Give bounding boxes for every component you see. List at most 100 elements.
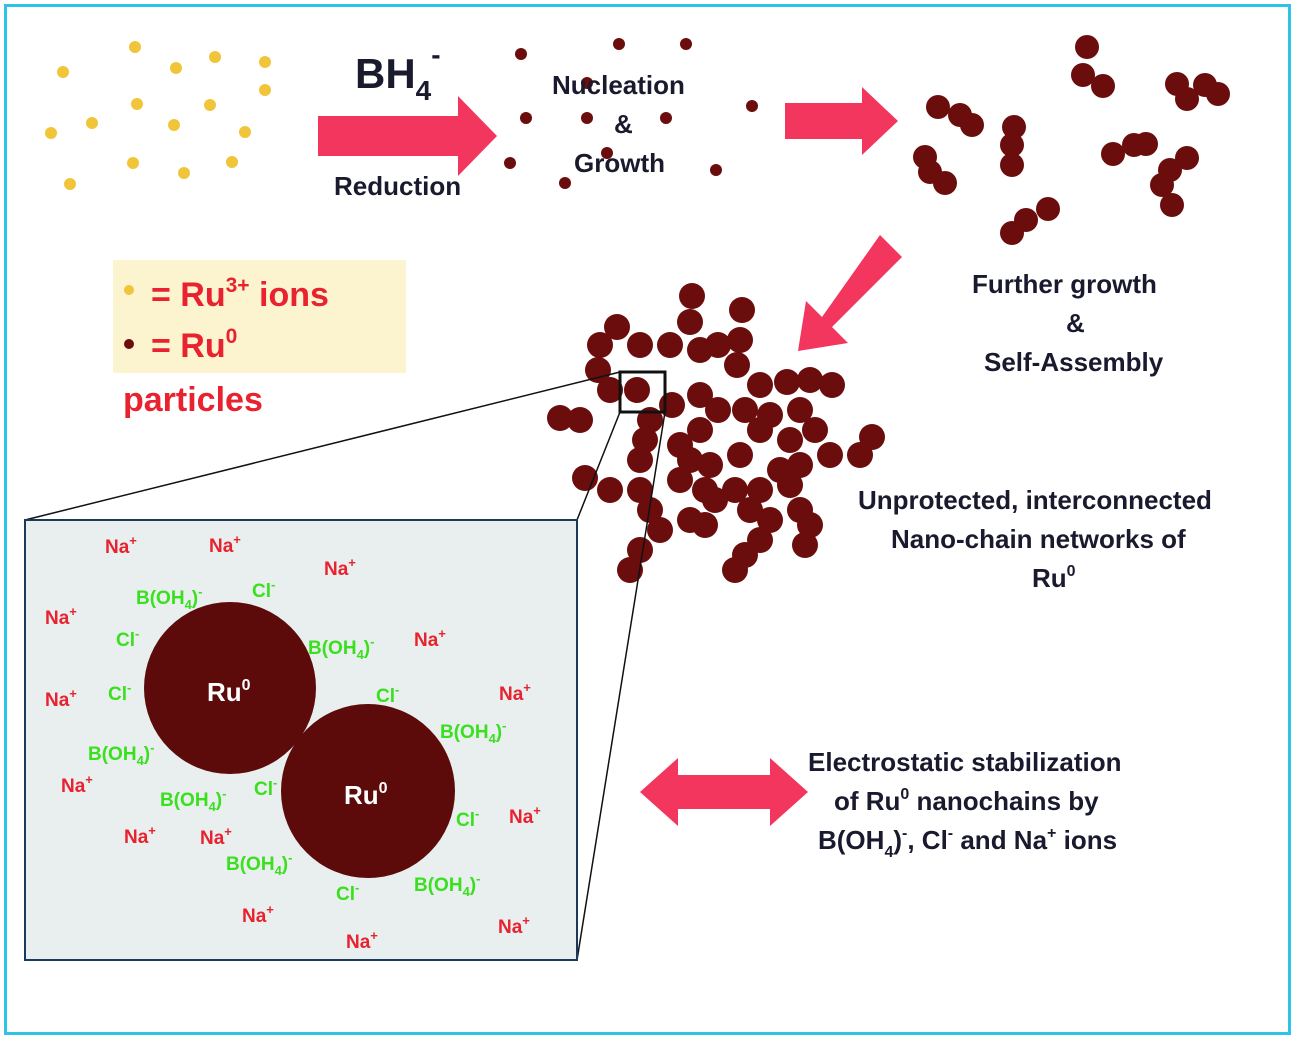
legend-box bbox=[113, 260, 406, 373]
short-chain-particle bbox=[1091, 74, 1115, 98]
short-chain-particle bbox=[1036, 197, 1060, 221]
ru3-ion-group bbox=[45, 41, 271, 190]
short-chain-particle bbox=[933, 171, 957, 195]
self-assembly-label: Self-Assembly bbox=[984, 347, 1164, 377]
cl-ion-label: Cl- bbox=[108, 680, 131, 705]
zoom-selection-box bbox=[618, 370, 667, 414]
short-chain-particle bbox=[1071, 63, 1095, 87]
ru3-ion bbox=[131, 98, 143, 110]
na-ion-label: Na+ bbox=[45, 686, 77, 711]
network-particle bbox=[604, 314, 630, 340]
network-particle bbox=[679, 283, 705, 309]
network-particle bbox=[747, 477, 773, 503]
network-particle bbox=[667, 467, 693, 493]
legend-ion-dot bbox=[124, 285, 134, 295]
network-particle bbox=[657, 332, 683, 358]
cl-ion-label: Cl- bbox=[376, 682, 399, 707]
na-ion-label: Na+ bbox=[209, 532, 241, 557]
na-ion-label: Na+ bbox=[124, 823, 156, 848]
ru3-ion bbox=[178, 167, 190, 179]
network-particle bbox=[797, 512, 823, 538]
cl-ion-label: Cl- bbox=[336, 880, 359, 905]
network-particle bbox=[597, 377, 623, 403]
network-particle bbox=[737, 497, 763, 523]
network-particle bbox=[705, 397, 731, 423]
short-chain-particle bbox=[1000, 153, 1024, 177]
ru3-ion bbox=[226, 156, 238, 168]
network-particle bbox=[724, 352, 750, 378]
network-particle bbox=[624, 377, 650, 403]
network-particle bbox=[747, 417, 773, 443]
network-label-line3: Ru0 bbox=[1032, 563, 1076, 593]
ru3-ion bbox=[86, 117, 98, 129]
na-ion-label: Na+ bbox=[200, 824, 232, 849]
short-chain-particle bbox=[1150, 173, 1174, 197]
network-particle bbox=[802, 417, 828, 443]
network-particle bbox=[729, 297, 755, 323]
network-particle bbox=[757, 507, 783, 533]
network-particle bbox=[587, 332, 613, 358]
ru3-ion bbox=[259, 56, 271, 68]
reductant-label: BH4- bbox=[355, 39, 441, 106]
network-particle bbox=[617, 557, 643, 583]
na-ion-label: Na+ bbox=[324, 555, 356, 580]
ru3-ion bbox=[129, 41, 141, 53]
legend-particle-text: = Ru0 bbox=[151, 325, 237, 365]
short-chain-particle bbox=[1175, 87, 1199, 111]
network-particle bbox=[632, 427, 658, 453]
reduction-arrow bbox=[318, 96, 497, 176]
network-particle bbox=[597, 477, 623, 503]
network-particle bbox=[627, 537, 653, 563]
na-ion-label: Na+ bbox=[509, 803, 541, 828]
network-particle bbox=[692, 512, 718, 538]
short-chain-particle bbox=[1160, 193, 1184, 217]
short-chain-particle bbox=[1000, 133, 1024, 157]
ru0-nucleus bbox=[660, 112, 672, 124]
borate-ion-label: B(OH4)- bbox=[136, 584, 202, 612]
short-chain-particle bbox=[1206, 82, 1230, 106]
short-chain-particle bbox=[926, 95, 950, 119]
sphere-left-label: Ru0 bbox=[207, 677, 251, 707]
na-ion-label: Na+ bbox=[499, 680, 531, 705]
short-chain-group bbox=[913, 35, 1230, 245]
cl-ion-label: Cl- bbox=[456, 806, 479, 831]
nanochain-network bbox=[547, 283, 885, 583]
ru0-nucleus bbox=[515, 48, 527, 60]
na-ion-label: Na+ bbox=[45, 604, 77, 629]
ru3-ion bbox=[170, 62, 182, 74]
network-particle bbox=[677, 447, 703, 473]
short-chain-particle bbox=[1002, 115, 1026, 139]
ru0-sphere-left bbox=[144, 602, 316, 774]
network-label-line2: Nano-chain networks of bbox=[891, 524, 1186, 554]
ru0-nucleus bbox=[581, 112, 593, 124]
network-particle bbox=[627, 332, 653, 358]
further-growth-label: Further growth bbox=[972, 269, 1157, 299]
network-particle bbox=[819, 372, 845, 398]
ru0-nucleus bbox=[680, 38, 692, 50]
ru0-nucleus bbox=[504, 157, 516, 169]
network-label-line1: Unprotected, interconnected bbox=[858, 485, 1212, 515]
network-particle bbox=[659, 392, 685, 418]
cl-ion-label: Cl- bbox=[254, 775, 277, 800]
network-particle bbox=[687, 417, 713, 443]
short-chain-particle bbox=[1000, 221, 1024, 245]
short-chain-particle bbox=[1175, 146, 1199, 170]
na-ion-label: Na+ bbox=[61, 772, 93, 797]
network-particle bbox=[697, 452, 723, 478]
stabilization-line3: B(OH4)-, Cl- and Na+ ions bbox=[818, 825, 1117, 861]
borate-ion-label: B(OH4)- bbox=[440, 718, 506, 746]
network-particle bbox=[787, 397, 813, 423]
borate-ion-label: B(OH4)- bbox=[160, 786, 226, 814]
network-particle bbox=[777, 427, 803, 453]
ru3-ion bbox=[209, 51, 221, 63]
network-particle bbox=[547, 405, 573, 431]
sphere-right-label: Ru0 bbox=[344, 780, 388, 810]
network-particle bbox=[722, 557, 748, 583]
network-particle bbox=[859, 424, 885, 450]
network-particle bbox=[627, 447, 653, 473]
ru0-nucleus bbox=[581, 77, 593, 89]
zoom-line-top bbox=[24, 371, 621, 521]
network-particle bbox=[732, 397, 758, 423]
borate-ion-label: B(OH4)- bbox=[308, 634, 374, 662]
growth-label: Growth bbox=[574, 148, 665, 178]
